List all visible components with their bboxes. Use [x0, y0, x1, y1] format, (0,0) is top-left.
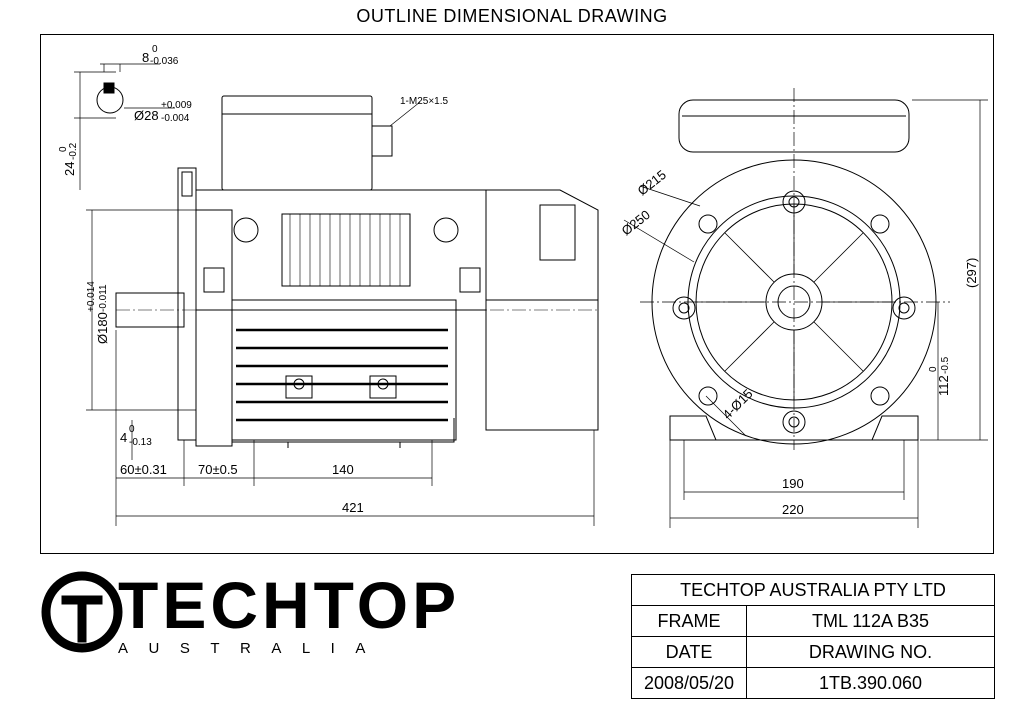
dim-spigot-dia: Ø180 [95, 312, 110, 344]
svg-text:0: 0 [928, 366, 939, 372]
title-block: TECHTOP AUSTRALIA PTY LTD FRAME TML 112A… [631, 574, 995, 699]
side-view [115, 95, 600, 448]
dim-flange-dia: Ø250 [619, 207, 653, 238]
dim-base-width: 220 [782, 502, 804, 517]
dim-shaft-height: 112 [936, 375, 951, 396]
svg-text:-0.004: -0.004 [161, 113, 190, 124]
svg-text:-0.5: -0.5 [940, 356, 951, 374]
svg-text:+0.009: +0.009 [161, 100, 192, 111]
frame-value: TML 112A B35 [746, 605, 995, 637]
dim-cable-gland: 1-M25×1.5 [400, 96, 449, 107]
techtop-logo-emblem [41, 571, 123, 653]
drawing-border [40, 34, 994, 554]
dim-key-height: 24 [62, 162, 77, 176]
svg-text:-0.13: -0.13 [129, 437, 152, 448]
logo-name: TECHTOP [118, 568, 461, 642]
date-label: DATE [631, 636, 747, 668]
drawing-number-value: 1TB.390.060 [746, 667, 995, 699]
fan-cover [485, 189, 599, 431]
drawing-number-label: DRAWING NO. [746, 636, 995, 668]
svg-text:0: 0 [58, 146, 69, 152]
svg-text:-0.036: -0.036 [150, 56, 179, 67]
svg-text:+0.014: +0.014 [86, 281, 97, 312]
dim-foot-spacing: 140 [332, 462, 354, 477]
terminal-box [221, 95, 373, 191]
svg-text:0: 0 [152, 44, 158, 55]
dim-shaft-shoulder: 70±0.5 [198, 462, 238, 477]
date-value: 2008/05/20 [631, 667, 747, 699]
dim-overall-length: 421 [342, 500, 364, 515]
dim-spigot-depth: 4 [120, 430, 127, 445]
flange [177, 167, 197, 441]
dim-overall-height: (297) [964, 258, 979, 288]
foot-right [871, 415, 919, 441]
dim-shaft-dia: Ø28 [134, 108, 159, 123]
svg-text:-0.011: -0.011 [98, 284, 109, 312]
svg-text:-0.2: -0.2 [68, 142, 79, 160]
frame-label: FRAME [631, 605, 747, 637]
drawing-title: OUTLINE DIMENSIONAL DRAWING [356, 6, 668, 26]
dim-shaft-length: 60±0.31 [120, 462, 167, 477]
logo-subtitle: AUSTRALIA [118, 640, 386, 657]
dim-foot-width: 190 [782, 476, 804, 491]
dim-key-width: 8 [142, 50, 149, 65]
foot-left [669, 415, 717, 441]
svg-text:0: 0 [129, 424, 135, 435]
company-name: TECHTOP AUSTRALIA PTY LTD [631, 574, 995, 606]
motor-body [231, 299, 457, 441]
